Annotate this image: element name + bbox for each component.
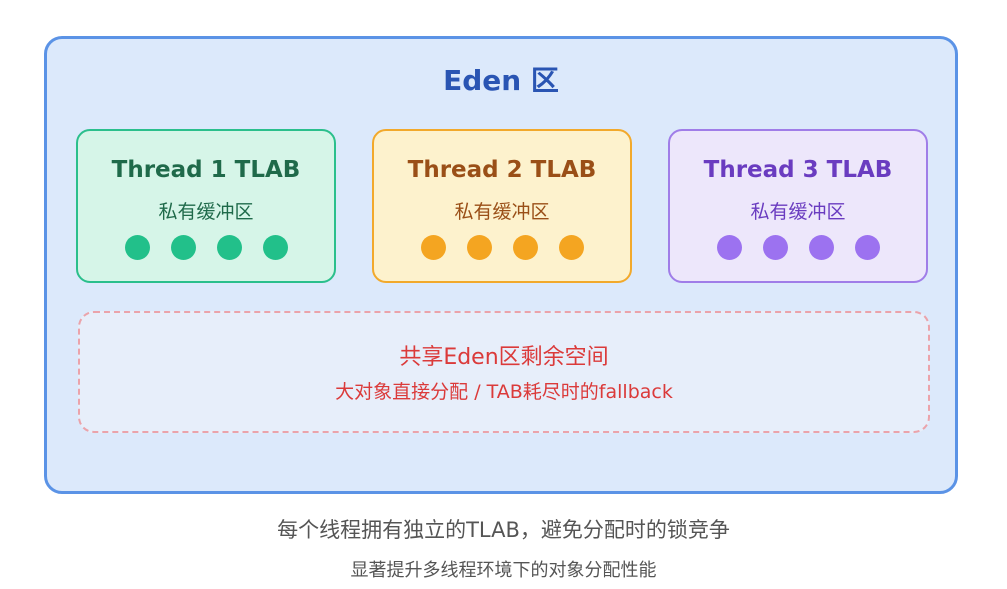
object-dot [558,235,584,260]
object-dot [216,235,242,260]
object-dot [716,235,742,260]
shared-space-subtitle: 大对象直接分配 / TAB耗尽时的fallback [335,381,673,403]
object-dot [170,235,196,260]
object-dot [262,235,288,260]
shared-space-title: 共享Eden区剩余空间 [399,345,609,370]
object-dot [762,235,788,260]
object-dot [420,235,446,260]
caption-line-1: 每个线程拥有独立的TLAB，避免分配时的锁竞争 [277,518,730,542]
tlab-box-thread-1: Thread 1 TLAB 私有缓冲区 [76,129,336,283]
shared-eden-space: 共享Eden区剩余空间 大对象直接分配 / TAB耗尽时的fallback [78,311,930,433]
tlab-title: Thread 1 TLAB [111,157,301,183]
tlab-title: Thread 2 TLAB [407,157,597,183]
tlab-subtitle: 私有缓冲区 [750,201,846,223]
tlab-box-thread-3: Thread 3 TLAB 私有缓冲区 [668,129,928,283]
caption-line-2: 显著提升多线程环境下的对象分配性能 [350,560,657,581]
object-dot [854,235,880,260]
tlab-box-thread-2: Thread 2 TLAB 私有缓冲区 [372,129,632,283]
tlab-title: Thread 3 TLAB [703,157,893,183]
eden-title: Eden 区 [443,64,559,97]
object-dot [512,235,538,260]
tlab-subtitle: 私有缓冲区 [454,201,550,223]
eden-region: Eden 区 Thread 1 TLAB 私有缓冲区 Thread 2 TLAB… [44,36,958,494]
object-dot [124,235,150,260]
tlab-subtitle: 私有缓冲区 [158,201,254,223]
object-dot [466,235,492,260]
object-dot [808,235,834,260]
tlab-object-dots [374,235,630,260]
tlab-object-dots [78,235,334,260]
tlab-object-dots [670,235,926,260]
